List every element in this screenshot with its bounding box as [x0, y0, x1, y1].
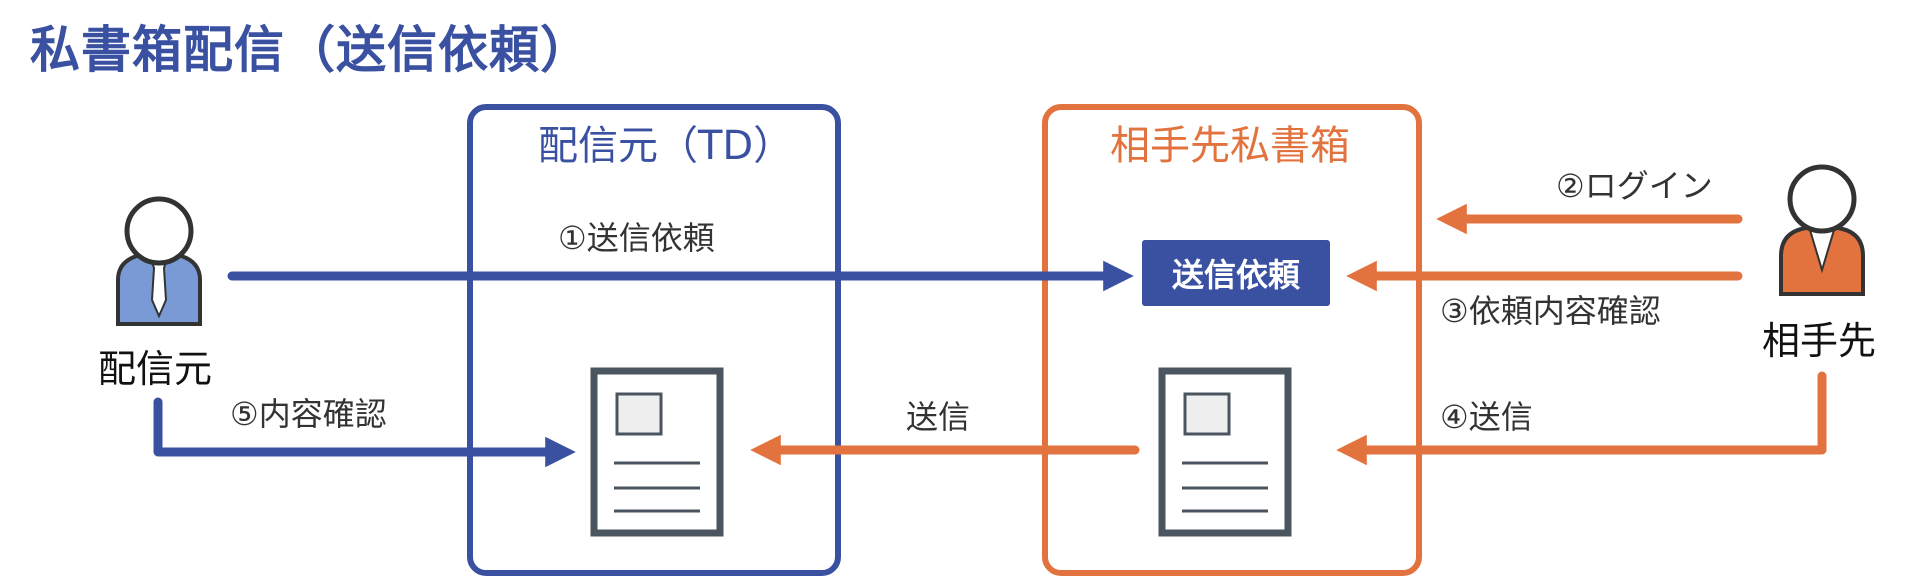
sender-label: 配信元 — [98, 347, 213, 391]
sender-system-label: 配信元（TD） — [538, 123, 794, 169]
page-title: 私書箱配信（送信依頼） — [30, 21, 591, 79]
sender-person-icon — [116, 196, 202, 326]
recipient-mailbox-box — [1042, 104, 1422, 576]
send-request-badge: 送信依頼 — [1142, 240, 1330, 306]
step-2-label: ②ログイン — [1556, 167, 1713, 205]
arrow-confirm-content — [153, 397, 576, 468]
recipient-label: 相手先 — [1762, 319, 1877, 363]
step-4-label: ④送信 — [1440, 398, 1533, 436]
recipient-person-icon — [1779, 164, 1865, 296]
recipient-mailbox-label: 相手先私書箱 — [1110, 123, 1350, 169]
step-3-label: ③依頼内容確認 — [1440, 292, 1661, 330]
step-1-label: ①送信依頼 — [558, 219, 715, 257]
step-5-label: ⑤内容確認 — [230, 395, 387, 433]
arrow-recipient-send — [1336, 371, 1827, 466]
document-icon-sender — [590, 367, 724, 537]
document-icon-mailbox — [1158, 367, 1292, 537]
sender-system-box — [467, 104, 841, 576]
transfer-label: 送信 — [906, 398, 971, 436]
